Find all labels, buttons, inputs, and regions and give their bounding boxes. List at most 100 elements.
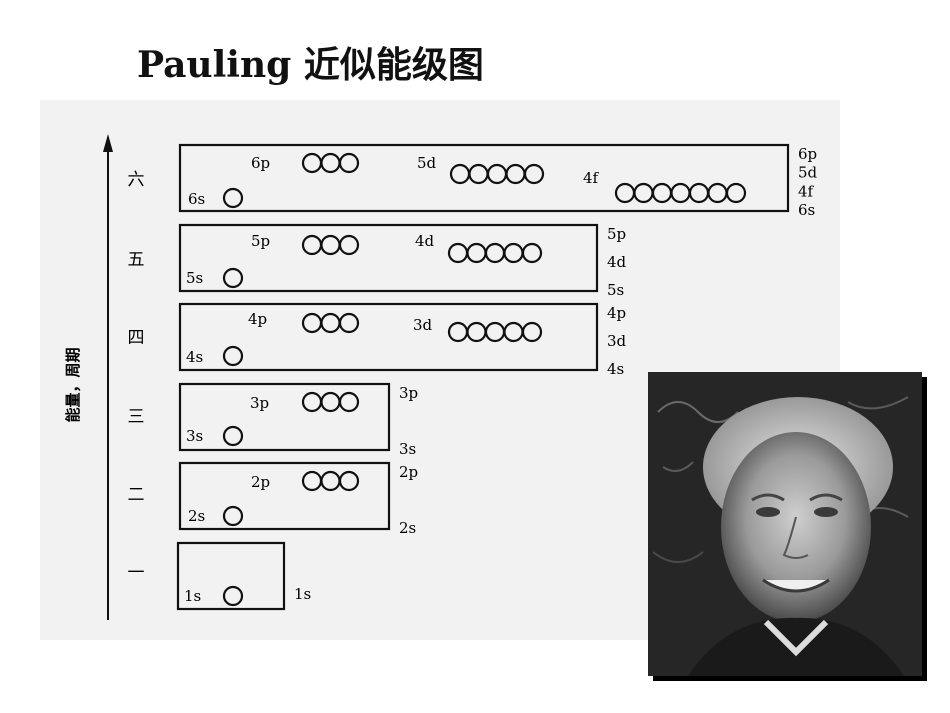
orbital-circle xyxy=(222,267,244,289)
subshell-label: 6s xyxy=(188,190,205,208)
period-box xyxy=(178,461,391,531)
subshell-label: 1s xyxy=(184,587,201,605)
period-box xyxy=(178,223,599,293)
orbital-circle xyxy=(301,234,323,256)
energy-axis: 能量，周期 xyxy=(64,134,113,620)
orbital-circle xyxy=(670,182,691,204)
orbital-circle xyxy=(320,312,341,334)
subshell-label: 4p xyxy=(248,310,267,328)
orbital-circle xyxy=(486,163,508,185)
orbital-circle xyxy=(521,242,543,264)
period-row: 五 5s 5p 4d 5p 4d 5s xyxy=(128,223,627,299)
orbital-circle xyxy=(320,470,341,492)
orbital-circle xyxy=(688,182,710,204)
period-name: 一 xyxy=(128,563,145,583)
orbital-circle xyxy=(338,391,360,413)
pauling-portrait xyxy=(648,372,922,676)
order-label: 3p xyxy=(399,384,418,402)
order-label: 4p xyxy=(607,304,626,322)
subshell-label: 2p xyxy=(251,473,270,491)
period-row: 四 4s 4p 3d 4p 3d 4s xyxy=(128,302,627,378)
portrait-image xyxy=(648,372,922,676)
orbital-circle xyxy=(484,321,506,343)
order-label: 2p xyxy=(399,463,418,481)
subshell-label: 4f xyxy=(583,169,600,187)
subshell-label: 4d xyxy=(415,232,435,250)
orbital-circle xyxy=(523,163,545,185)
subshell-label: 5d xyxy=(417,154,437,172)
orbital-circle xyxy=(338,152,360,174)
orbital-circle xyxy=(320,234,341,256)
orbital-circle xyxy=(447,321,469,343)
subshell-label: 3d xyxy=(413,316,433,334)
period-name: 三 xyxy=(128,407,145,427)
period-row: 三 3s 3p 3p 3s xyxy=(128,382,418,458)
order-label: 4f xyxy=(798,182,815,200)
orbital-circle xyxy=(651,182,673,204)
orbital-circle xyxy=(222,505,244,527)
orbital-circle xyxy=(521,321,543,343)
order-label: 5p xyxy=(607,225,626,243)
subshell-label: 5s xyxy=(186,269,203,287)
orbital-circle xyxy=(468,163,489,185)
orbital-circle xyxy=(484,242,506,264)
orbital-circle xyxy=(222,425,244,447)
subshell-label: 3p xyxy=(250,394,269,412)
orbital-circle xyxy=(301,152,323,174)
orbital-circle xyxy=(503,321,524,343)
period-name: 二 xyxy=(128,485,145,505)
orbital-circle xyxy=(503,242,524,264)
orbital-circle xyxy=(449,163,471,185)
subshell-label: 6p xyxy=(251,154,270,172)
period-box xyxy=(178,302,599,372)
orbital-circle xyxy=(505,163,526,185)
orbital-circle xyxy=(222,345,244,367)
energy-axis-label: 能量，周期 xyxy=(64,347,82,422)
order-label: 1s xyxy=(294,585,311,603)
subshell-label: 5p xyxy=(251,232,270,250)
period-box xyxy=(178,382,391,452)
orbital-circle xyxy=(725,182,747,204)
order-label: 3s xyxy=(399,440,416,458)
period-row: 二 2s 2p 2p 2s xyxy=(128,461,418,537)
orbital-circle xyxy=(338,470,360,492)
order-label: 3d xyxy=(607,332,627,350)
energy-axis-arrowhead xyxy=(103,134,113,152)
orbital-circle xyxy=(222,187,244,209)
orbital-circle xyxy=(338,234,360,256)
period-name: 四 xyxy=(128,328,145,348)
orbital-circle xyxy=(466,321,487,343)
order-label: 5d xyxy=(798,164,818,182)
slide-title: Pauling 近似能级图 xyxy=(137,36,484,88)
orbital-circle xyxy=(447,242,469,264)
order-label: 2s xyxy=(399,519,416,537)
orbital-circle xyxy=(338,312,360,334)
order-label: 4d xyxy=(607,253,627,271)
orbital-circle xyxy=(707,182,728,204)
order-label: 4s xyxy=(607,360,624,378)
period-row: 一 1s 1s xyxy=(128,541,311,611)
orbital-circle xyxy=(320,391,341,413)
order-label: 6s xyxy=(798,201,815,219)
orbital-circle xyxy=(301,312,323,334)
order-label: 6p xyxy=(798,145,817,163)
period-name: 五 xyxy=(128,250,145,270)
order-label: 5s xyxy=(607,281,624,299)
subshell-label: 4s xyxy=(186,348,203,366)
subshell-label: 2s xyxy=(188,507,205,525)
orbital-circle xyxy=(614,182,636,204)
period-box xyxy=(178,143,790,213)
orbital-circle xyxy=(301,470,323,492)
period-box xyxy=(176,541,286,611)
title-latin: Pauling xyxy=(137,44,292,86)
orbital-circle xyxy=(633,182,654,204)
orbital-circle xyxy=(222,585,244,607)
orbital-circle xyxy=(320,152,341,174)
subshell-label: 3s xyxy=(186,427,203,445)
title-chinese: 近似能级图 xyxy=(303,44,484,86)
orbital-circle xyxy=(466,242,487,264)
orbital-circle xyxy=(301,391,323,413)
